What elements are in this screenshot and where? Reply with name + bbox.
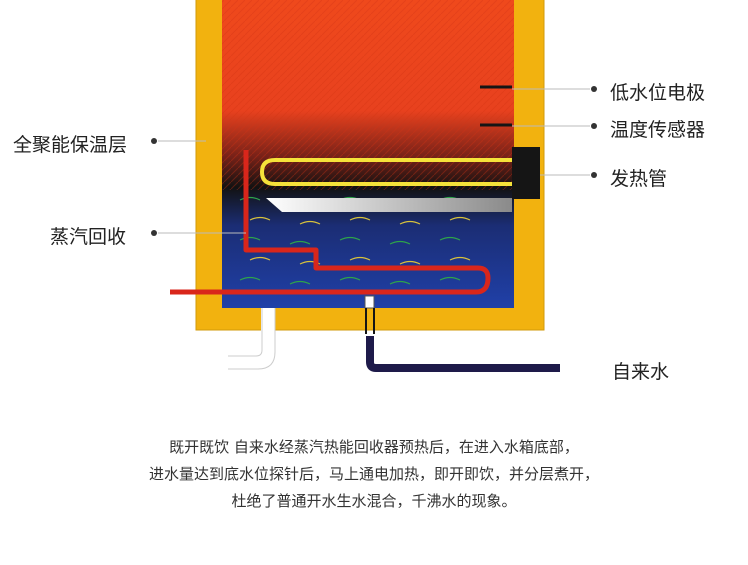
heating-tube — [259, 158, 512, 186]
label-temp-sensor: 温度传感器 — [610, 119, 706, 141]
description-line-3: 杜绝了普通开水生水混合，千沸水的现象。 — [231, 492, 517, 510]
steam-recovery-pipe — [170, 150, 491, 295]
leader-lines — [158, 88, 590, 234]
label-low-water-electrode: 低水位电极 — [610, 82, 706, 104]
description-line-2: 进水量达到底水位探针后，马上通电加热，即开即饮，并分层煮开， — [148, 465, 599, 483]
label-tap-water: 自来水 — [612, 361, 670, 383]
probe-rod — [266, 198, 512, 212]
description-line-1: 既开既饮 自来水经蒸汽热能回收器预热后，在进入水箱底部， — [169, 438, 579, 456]
boiler-diagram — [151, 0, 597, 372]
inlet-pipe — [366, 336, 560, 372]
drain-outlet — [228, 308, 275, 369]
heating-tube-mount — [512, 147, 540, 199]
label-insulation: 全聚能保温层 — [13, 134, 128, 156]
label-heating-tube: 发热管 — [610, 168, 668, 190]
leader-dots — [151, 86, 597, 236]
inlet-probe — [364, 295, 375, 309]
label-steam-recovery: 蒸汽回收 — [50, 226, 127, 248]
